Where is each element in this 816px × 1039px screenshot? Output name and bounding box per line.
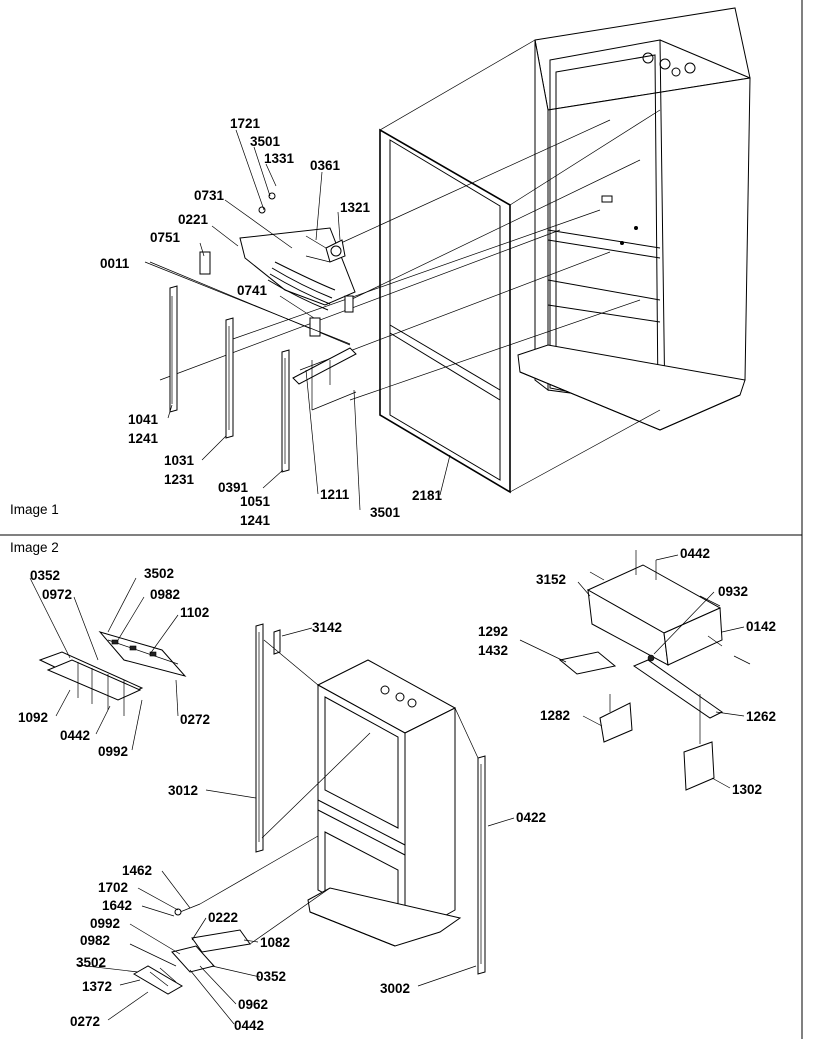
evaporator-cover-assembly — [558, 550, 751, 791]
image-2-callouts: 0352 3502 0972 0982 1102 1092 0442 0992 … — [18, 546, 776, 1033]
callout-0992: 0992 — [98, 744, 128, 759]
callout-3012: 3012 — [168, 783, 198, 798]
callout-1462: 1462 — [122, 863, 152, 878]
control-housing — [199, 192, 356, 337]
callout-1432: 1432 — [478, 643, 508, 658]
callout-0422: 0422 — [516, 810, 546, 825]
image-1-assembly: 1721 3501 1331 0361 0731 1321 0221 0751 … — [100, 7, 751, 528]
callout-1331: 1331 — [264, 151, 295, 166]
callout-0442-c: 0442 — [234, 1018, 264, 1033]
callout-1282: 1282 — [540, 708, 570, 723]
callout-0361: 0361 — [310, 158, 341, 173]
callout-1211: 1211 — [320, 487, 350, 502]
callout-1231: 1231 — [164, 472, 195, 487]
callout-0222: 0222 — [208, 910, 238, 925]
callout-3501-b: 3501 — [370, 505, 401, 520]
callout-1372: 1372 — [82, 979, 112, 994]
callout-3002: 3002 — [380, 981, 410, 996]
callout-1262: 1262 — [746, 709, 776, 724]
callout-1642: 1642 — [102, 898, 132, 913]
shelf-rail-1041 — [169, 285, 178, 413]
shelf-rail-1031 — [225, 317, 234, 439]
callout-0352: 0352 — [30, 568, 60, 583]
callout-1031: 1031 — [164, 453, 195, 468]
callout-1102: 1102 — [180, 605, 209, 620]
callout-1702: 1702 — [98, 880, 128, 895]
cabinet-1 — [517, 7, 751, 431]
door-frame-2181 — [379, 128, 511, 494]
callout-0442: 0442 — [60, 728, 90, 743]
callout-1241-b: 1241 — [240, 513, 271, 528]
callout-0442-b: 0442 — [680, 546, 710, 561]
lower-hinge-assembly — [133, 835, 319, 995]
bracket-3142 — [273, 629, 281, 655]
callout-1721: 1721 — [230, 116, 261, 131]
callout-1092: 1092 — [18, 710, 48, 725]
callout-0272: 0272 — [180, 712, 210, 727]
side-rail-3002 — [477, 755, 486, 975]
callout-0741: 0741 — [237, 283, 268, 298]
callout-0982: 0982 — [150, 587, 180, 602]
callout-0982-b: 0982 — [80, 933, 110, 948]
callout-2181: 2181 — [412, 488, 443, 503]
callout-3502: 3502 — [144, 566, 174, 581]
callout-3501: 3501 — [250, 134, 281, 149]
side-rail-3012 — [255, 623, 264, 853]
image-2-projection-lines — [249, 639, 479, 945]
callout-3502-b: 3502 — [76, 955, 106, 970]
callout-0352-b: 0352 — [256, 969, 286, 984]
caption-image-2: Image 2 — [10, 540, 59, 555]
callout-0932: 0932 — [718, 584, 748, 599]
callout-0221: 0221 — [178, 212, 209, 227]
crossbar-1211 — [292, 347, 357, 411]
image-2-assembly: 0352 3502 0972 0982 1102 1092 0442 0992 … — [18, 546, 776, 1033]
callout-1321: 1321 — [340, 200, 371, 215]
callout-1041: 1041 — [128, 412, 159, 427]
shelf-rail-1051 — [281, 349, 290, 473]
callout-0992-b: 0992 — [90, 916, 120, 931]
callout-0972: 0972 — [42, 587, 72, 602]
cabinet-2 — [307, 659, 462, 947]
callout-3152: 3152 — [536, 572, 566, 587]
callout-1292: 1292 — [478, 624, 508, 639]
callout-0142: 0142 — [746, 619, 776, 634]
callout-1302: 1302 — [732, 782, 762, 797]
callout-0731: 0731 — [194, 188, 225, 203]
image-2-leaders — [29, 554, 745, 1025]
callout-0962: 0962 — [238, 997, 268, 1012]
callout-1241-a: 1241 — [128, 431, 159, 446]
image-1-leaders — [144, 129, 451, 511]
upper-hinge-assembly — [38, 631, 187, 716]
caption-image-1: Image 1 — [10, 502, 59, 517]
callout-3142: 3142 — [312, 620, 342, 635]
callout-0011: 0011 — [100, 256, 130, 271]
callout-0391: 0391 — [218, 480, 249, 495]
callout-1051: 1051 — [240, 494, 271, 509]
callout-0751: 0751 — [150, 230, 181, 245]
fan-1321 — [305, 235, 346, 263]
callout-0272-b: 0272 — [70, 1014, 100, 1029]
image-1-callouts: 1721 3501 1331 0361 0731 1321 0221 0751 … — [100, 116, 443, 528]
callout-1082: 1082 — [260, 935, 290, 950]
